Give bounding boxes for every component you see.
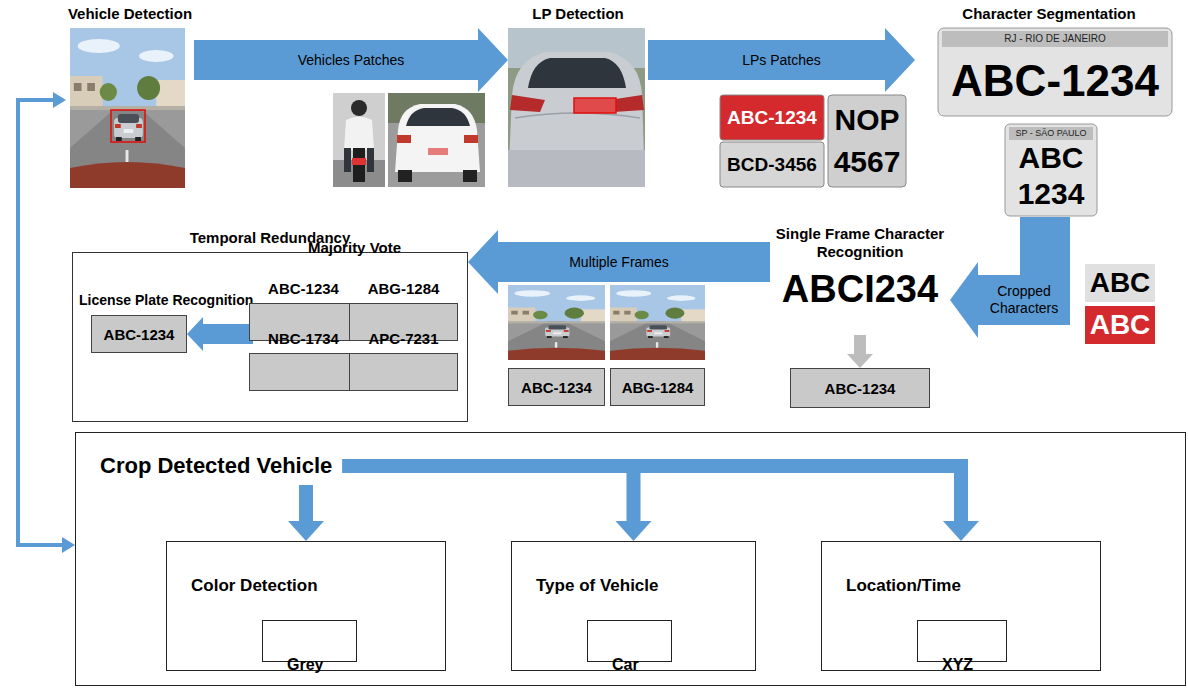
plate-text: ABC [1005, 140, 1097, 176]
value-box: XYZ [917, 620, 1007, 662]
arrow-head [62, 537, 75, 553]
block-arrow [648, 28, 915, 92]
arrow-head [885, 28, 915, 92]
arrow-head [468, 230, 498, 294]
arrow-head [478, 28, 508, 92]
arrow-head [616, 521, 652, 541]
arrow-label: LPs Patches [742, 52, 821, 69]
plate-text: 4567 [828, 142, 906, 182]
node-text: ABCI234 [770, 267, 950, 311]
plate-text: RJ - RIO DE JANEIRO [942, 31, 1168, 47]
node-heading: ABC-1234 [825, 380, 896, 397]
arrow-shaft [299, 485, 313, 522]
block-arrow [187, 317, 253, 351]
link-arrow [18, 92, 75, 553]
node-text: ABC-1234 [104, 326, 175, 343]
arrow-shaft [202, 324, 253, 344]
arrow-head [950, 262, 978, 338]
stage-panel: Vehicle Detection [66, 5, 194, 189]
node-heading: Car [612, 655, 639, 675]
node-heading: Grey [287, 655, 323, 675]
arrow-label: Vehicles Patches [298, 52, 405, 69]
plate-text: ABC-1234 [720, 95, 824, 140]
attribute-box: Location/TimeXYZ [821, 541, 1101, 671]
plate-box: APC-7231 [349, 353, 458, 391]
arrow-head [53, 92, 66, 108]
plate-box: ABG-1284 [610, 368, 705, 406]
arrow-shaft [497, 242, 770, 282]
node-heading: Character Segmentation [915, 5, 1183, 23]
attribute-box: Type of VehicleCar [511, 541, 756, 671]
arrow-label: Cropped Characters [986, 283, 1062, 317]
plate-box: NBC-1734 [249, 353, 358, 391]
vote-group: Majority VoteABC-1234ABG-1284NBC-1734APC… [253, 263, 456, 403]
block-arrow [847, 335, 873, 368]
arrow-shaft [854, 335, 866, 355]
plate-text: ABC [1085, 264, 1155, 302]
node-heading: LP Detection [508, 5, 648, 23]
group-frame: Temporal RedundancyLicense Plate Recogni… [72, 252, 468, 422]
arrow-shaft [18, 100, 63, 545]
plate-text: 1234 [1005, 176, 1097, 212]
result-box: License Plate RecognitionABC-1234 [91, 315, 187, 353]
arrow-shaft [342, 466, 633, 522]
block-arrow [468, 230, 770, 294]
block-arrow [342, 466, 651, 541]
plate-box: ABC-1234 [790, 368, 930, 408]
plate-text: BCD-3456 [720, 142, 824, 187]
arrow-shaft [194, 40, 479, 80]
node-heading: Majority Vote [253, 239, 456, 257]
node-heading: License Plate Recognition [79, 292, 199, 310]
attribute-box: Color DetectionGrey [166, 541, 446, 671]
node-heading: Temporal Redundancy [73, 229, 467, 247]
block-arrow [288, 485, 324, 541]
node-heading: Color Detection [191, 576, 318, 596]
arrow-label: Multiple Frames [569, 254, 669, 271]
node-heading: ABG-1284 [622, 379, 694, 396]
node-heading: Crop Detected Vehicle [100, 453, 332, 479]
node-heading: ABC-1234 [250, 280, 357, 298]
block-arrow [950, 217, 1045, 338]
block-arrow [342, 466, 979, 541]
arrow-shaft [648, 40, 886, 80]
stage-panel: Single Frame Character RecognitionABCI23… [770, 225, 950, 335]
node-heading: XYZ [942, 655, 973, 675]
node-heading: ABC-1234 [521, 379, 592, 396]
value-box: Car [587, 620, 672, 662]
arrow-head [187, 317, 203, 351]
node-heading: APC-7231 [350, 330, 457, 348]
attribute-panel: Crop Detected VehicleColor DetectionGrey… [75, 432, 1186, 686]
plate-text: ABC [1085, 306, 1155, 344]
node-heading: Single Frame Character Recognition [770, 225, 950, 261]
plate-box: ABC-1234 [508, 368, 605, 406]
arrow-head [847, 354, 873, 368]
block-arrow [194, 28, 508, 92]
node-heading: ABG-1284 [350, 280, 457, 298]
arrow-head [288, 521, 324, 541]
arrow-head [943, 521, 979, 541]
node-heading: NBC-1734 [250, 330, 357, 348]
node-heading: Type of Vehicle [536, 576, 659, 596]
node-heading: Vehicle Detection [66, 5, 194, 23]
plate-text: SP - SÃO PAULO [1009, 127, 1093, 140]
plate-text: ABC-1234 [938, 50, 1172, 112]
value-box: Grey [262, 620, 357, 662]
node-heading: Location/Time [846, 576, 961, 596]
plate-text: NOP [828, 100, 906, 140]
stage-panel: LP Detection [508, 5, 648, 189]
arrow-shaft [342, 466, 961, 522]
